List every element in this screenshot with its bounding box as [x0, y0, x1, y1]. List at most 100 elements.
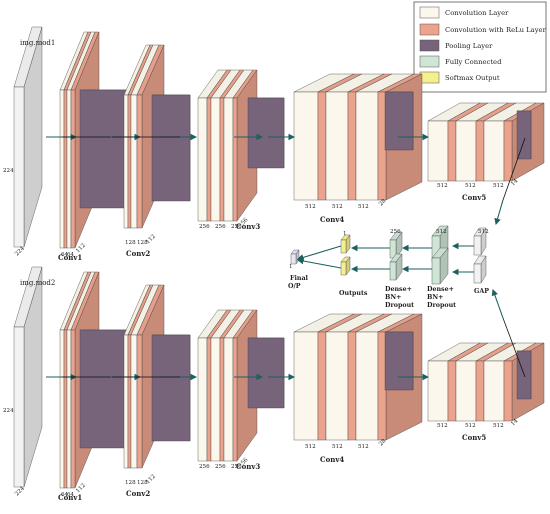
legend-item-relu: Convolution with ReLu Layer — [419, 23, 547, 36]
output-node-top-front — [340, 239, 347, 254]
branch1-conv5-ch2: 512 — [493, 183, 504, 189]
branch2-conv4-slab-5-front — [377, 331, 387, 441]
dense2-label-line1: Dense+ — [385, 286, 412, 293]
branch2-conv2-size: 112 — [145, 473, 157, 485]
outputs-label: Outputs — [339, 290, 368, 297]
dense2-label-line2: BN+ — [385, 294, 401, 301]
gap-node-top-front — [473, 235, 482, 256]
branch1-input-height: 224 — [3, 168, 14, 174]
branch2-conv1-label: Conv1 — [58, 493, 82, 502]
branch1-conv5-slab-2-front — [455, 120, 477, 182]
arrow-output-final-bottom — [296, 257, 342, 269]
output-node-top — [340, 234, 351, 254]
branch2-conv3-ch0: 256 — [199, 464, 210, 470]
branch1-conv5-slab-5-front — [503, 120, 513, 182]
branch2-conv3-slab-4-front — [223, 337, 234, 462]
branch2-conv2-pool-front — [151, 334, 191, 442]
branch1-conv5-pool-front — [516, 110, 532, 160]
branch2-conv1-slab-2-front — [66, 329, 72, 489]
branch2-input-height: 224 — [3, 408, 14, 414]
branch2-conv4-pool-front — [384, 331, 414, 391]
dense1-node-bottom — [431, 247, 449, 285]
branch1-conv3-slab-4-front — [223, 97, 234, 222]
branch2-conv2-pool — [151, 334, 191, 442]
branch2-conv5-slab-1-front — [447, 360, 457, 422]
legend-swatch-softmax — [419, 71, 440, 84]
branch2-conv1-slab-1-front — [63, 329, 68, 489]
classification-head — [290, 137, 526, 378]
branch2-conv4-slab-4-front — [355, 331, 379, 441]
branch1-conv1-slab-0-front — [59, 89, 65, 249]
branch2-conv2-slab-3-front — [136, 334, 143, 469]
branch2-conv1-size: 112 — [75, 482, 87, 494]
legend: Convolution Layer Convolution with ReLu … — [413, 1, 547, 93]
branch1-conv2-slab-1-front — [127, 94, 132, 229]
dense1-node-bottom-front — [431, 257, 441, 285]
dense2-label: Dense+ BN+ Dropout — [385, 286, 414, 309]
arrow-conv5b-gap — [491, 288, 504, 319]
branch2-conv4-pool — [384, 331, 414, 391]
branch1-conv2-ch0: 128 — [125, 240, 136, 246]
branch2-conv5-slab-3-front — [475, 360, 485, 422]
branch2-conv1-ch1: 64 — [67, 492, 75, 498]
branch2-conv5-slab-5-front — [503, 360, 513, 422]
branch1-conv2-ch1: 128 — [137, 240, 148, 246]
branch2-conv4-ch1: 512 — [332, 444, 343, 450]
legend-label-conv: Convolution Layer — [445, 9, 509, 17]
branch1-input-label: img.mod1 — [20, 39, 55, 47]
branch1-conv3-pool-front — [247, 97, 285, 169]
branch1-conv1-ch1: 64 — [67, 252, 75, 258]
branch2-conv5-slab-4-front — [483, 360, 505, 422]
branch2-conv3-label: Conv3 — [236, 462, 260, 471]
branch1-conv5-slab-4-front — [483, 120, 505, 182]
branch1-conv3-slab-2-front — [210, 97, 221, 222]
branch2-input-front — [13, 326, 25, 488]
branch1-conv3-slab-1-front — [206, 97, 212, 222]
branch1-conv2-slab-0-front — [123, 94, 129, 229]
branch1-conv5-slab-3-front — [475, 120, 485, 182]
branch2-conv3-slab-1-front — [206, 337, 212, 462]
branch1-conv4-ch1: 512 — [332, 204, 343, 210]
branch1-conv3-slab-0-front — [197, 97, 208, 222]
branch2-conv2-label: Conv2 — [126, 489, 150, 498]
branch1-conv3-slab-5-front — [232, 97, 238, 222]
legend-swatch-pool — [419, 39, 440, 52]
output-node-bottom — [340, 256, 351, 276]
legend-item-softmax: Softmax Output — [419, 71, 500, 84]
dense2-label-line3: Dropout — [385, 302, 414, 309]
final-label-line2: O/P — [288, 283, 301, 290]
legend-label-pool: Pooling Layer — [445, 42, 493, 50]
branch1-conv1-slab-1-front — [63, 89, 68, 249]
branch2-input — [13, 266, 43, 488]
branch1-conv5-ch1: 512 — [465, 183, 476, 189]
branch2-conv2-slab-0-front — [123, 334, 129, 469]
branch2-conv4-ch0: 512 — [305, 444, 316, 450]
legend-swatch-relu — [419, 23, 440, 36]
output-node-bottom-front — [340, 261, 347, 276]
branch1-conv3-ch0: 256 — [199, 224, 210, 230]
branch1-conv2-slab-2-front — [130, 94, 138, 229]
branch2-conv5-ch0: 512 — [437, 423, 448, 429]
dense2-node-bottom-front — [389, 261, 397, 281]
gap-node-bottom — [473, 255, 487, 284]
branch1-conv1-ch0: 64 — [61, 252, 69, 258]
branch2-conv3-slab-2-front — [210, 337, 221, 462]
branch1-conv3-ch2: 256 — [231, 224, 242, 230]
final-node-front — [290, 253, 297, 265]
branch2-conv4-slab-0-front — [293, 331, 319, 441]
branch1-conv4-ch0: 512 — [305, 204, 316, 210]
branch2-conv5-slab-0-front — [427, 360, 449, 422]
branch1-conv5-slab-1-front — [447, 120, 457, 182]
branch1-conv3-ch1: 256 — [215, 224, 226, 230]
branch1-conv4-pool-front — [384, 91, 414, 151]
branch1-conv3-pool — [247, 97, 285, 169]
final-size: 1 — [289, 264, 293, 270]
branch2-conv4-slab-3-front — [347, 331, 357, 441]
branch2-conv4-label: Conv4 — [320, 455, 344, 464]
branch1-conv5-ch0: 512 — [437, 183, 448, 189]
branch2-conv4-ch2: 512 — [358, 444, 369, 450]
branch1-conv4-slab-3-front — [347, 91, 357, 201]
branch1-input-front — [13, 86, 25, 248]
